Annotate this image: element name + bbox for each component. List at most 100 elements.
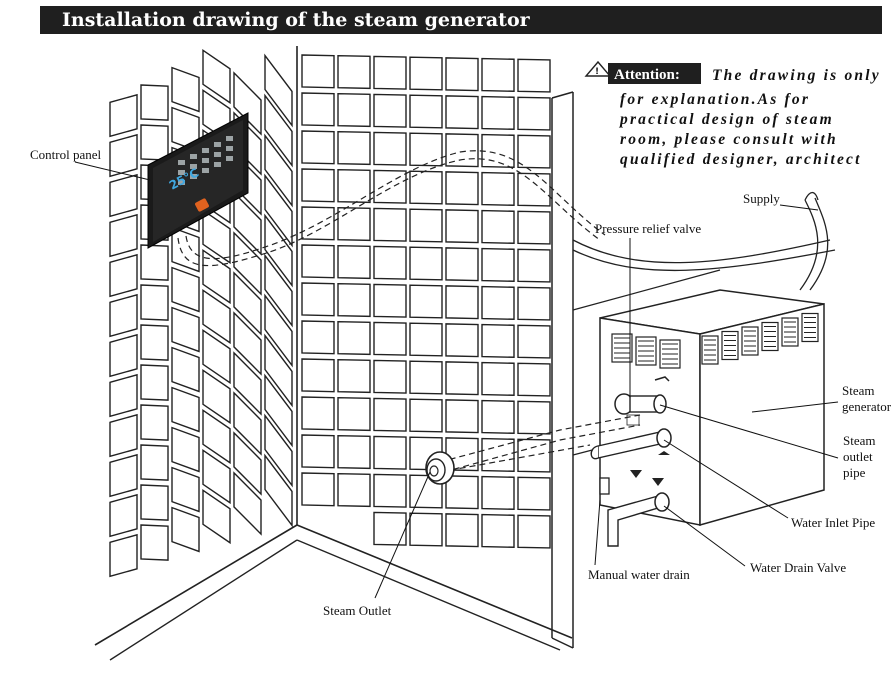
wall-tile	[171, 466, 200, 513]
wall-tile	[481, 171, 515, 206]
panel-button[interactable]	[202, 158, 209, 163]
wall-tile	[373, 359, 407, 394]
wall-tile	[140, 524, 169, 561]
panel-button[interactable]	[226, 156, 233, 161]
wall-tile	[233, 471, 262, 536]
wall-tile	[481, 437, 515, 472]
warning-sticker	[626, 414, 640, 426]
label-steam-generator-1: Steam	[842, 383, 875, 398]
wall-tile	[233, 351, 262, 416]
wall-tile	[301, 168, 335, 203]
label-manual-water-drain: Manual water drain	[588, 567, 690, 582]
label-water-drain-valve: Water Drain Valve	[750, 560, 846, 575]
wall-tile	[109, 373, 138, 418]
wall-tile	[337, 207, 371, 242]
power-icon[interactable]	[194, 198, 209, 212]
wall-tile	[445, 475, 479, 510]
wall-tile	[445, 285, 479, 320]
steam-outlet-icon	[654, 376, 670, 382]
wall-tile	[233, 391, 262, 456]
panel-button[interactable]	[214, 142, 221, 147]
wall-tile	[301, 434, 335, 469]
wall-tile	[481, 247, 515, 282]
left-wall-tiles	[109, 48, 293, 578]
wall-tile	[517, 362, 551, 397]
wall-tile	[409, 208, 443, 243]
control-panel[interactable]: 25°C	[147, 112, 249, 249]
wall-tile	[264, 173, 293, 248]
label-steam-outlet: Steam Outlet	[323, 603, 392, 618]
wall-tile	[264, 133, 293, 208]
panel-button[interactable]	[190, 174, 197, 179]
wall-tile	[373, 207, 407, 242]
panel-button[interactable]	[214, 152, 221, 157]
panel-button[interactable]	[226, 146, 233, 151]
drain-icon-2	[652, 478, 664, 486]
wall-tile	[109, 333, 138, 378]
wall-tile	[409, 132, 443, 167]
wall-tile	[202, 248, 231, 305]
wall-tile	[264, 333, 293, 408]
wall-tile	[337, 169, 371, 204]
wall-tile	[481, 475, 515, 510]
wall-tile	[140, 284, 169, 321]
panel-button[interactable]	[202, 148, 209, 153]
wall-tile	[409, 170, 443, 205]
panel-button[interactable]	[190, 164, 197, 169]
wall-tile	[264, 293, 293, 368]
labels: Control panel Supply Pressure relief val…	[30, 147, 892, 618]
wall-tile	[373, 435, 407, 470]
panel-button[interactable]	[202, 168, 209, 173]
wall-tile	[202, 368, 231, 425]
wall-tile	[140, 484, 169, 521]
panel-button[interactable]	[190, 154, 197, 159]
wall-tile	[140, 444, 169, 481]
pressure-relief-valve[interactable]	[614, 393, 667, 415]
panel-button[interactable]	[178, 180, 185, 185]
wall-tile	[409, 398, 443, 433]
wall-tile	[109, 93, 138, 138]
supply-cables	[572, 191, 836, 291]
wall-tile	[202, 208, 231, 265]
wall-tile	[202, 488, 231, 545]
wall-tile	[445, 247, 479, 282]
attention-line-2: for explanation.As for	[620, 91, 810, 108]
label-water-inlet-pipe: Water Inlet Pipe	[791, 515, 875, 530]
wall-tile	[301, 358, 335, 393]
wall-tile	[409, 360, 443, 395]
wall-tile	[301, 320, 335, 355]
wall-tile	[109, 533, 138, 578]
wall-tile	[301, 396, 335, 431]
wall-tile	[301, 244, 335, 279]
wall-tile	[109, 213, 138, 258]
wall-tile	[233, 271, 262, 336]
panel-button[interactable]	[214, 162, 221, 167]
wall-tile	[445, 171, 479, 206]
steam-outlet-nozzle[interactable]	[425, 451, 455, 485]
wall-tile	[373, 511, 407, 546]
attention-line-5: qualified designer, architect	[620, 151, 862, 168]
wall-tile	[445, 361, 479, 396]
panel-button[interactable]	[178, 170, 185, 175]
wall-tile	[373, 397, 407, 432]
warning-icon	[584, 60, 612, 77]
wall-tile	[140, 84, 169, 121]
wall-tile	[517, 248, 551, 283]
wall-tile	[373, 473, 407, 508]
panel-button[interactable]	[178, 160, 185, 165]
wall-tile	[373, 169, 407, 204]
steam-generator[interactable]	[599, 289, 825, 526]
wall-tile	[140, 404, 169, 441]
panel-buttons	[178, 136, 233, 185]
wall-tile	[517, 210, 551, 245]
wall-tile	[481, 513, 515, 548]
wall-tile	[264, 413, 293, 488]
wall-tile	[140, 244, 169, 281]
panel-button[interactable]	[226, 136, 233, 141]
wall-tile	[373, 131, 407, 166]
wall-tile	[264, 453, 293, 528]
wall-tile	[202, 288, 231, 345]
wall-tile	[264, 373, 293, 448]
wall-tile	[233, 71, 262, 136]
wall-tile	[481, 95, 515, 130]
